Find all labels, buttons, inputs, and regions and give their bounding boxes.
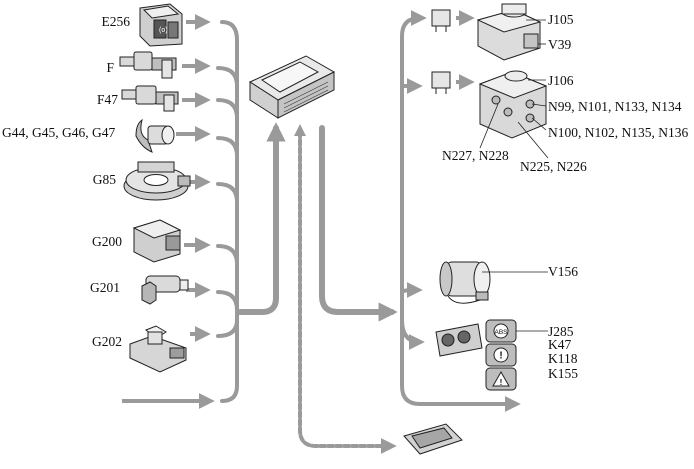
hazard-warning-lamp: ! <box>485 367 517 391</box>
f47-pedal-switch <box>121 85 179 112</box>
label-e256: E256 <box>101 14 131 29</box>
brake-warning-lamp: ! <box>485 343 517 367</box>
diagnostic-connector <box>403 423 463 455</box>
label-g85: G85 <box>92 172 116 187</box>
relay-arrows <box>456 10 475 90</box>
svg-text:(o): (o) <box>159 27 168 34</box>
label-j285: J285 <box>548 324 574 339</box>
label-k118: K118 <box>548 351 578 366</box>
relay-j106 <box>431 71 451 94</box>
abs-warning-lamp: ABS <box>485 319 517 343</box>
bus-to-control-unit <box>237 122 286 315</box>
abs-control-unit <box>248 55 336 119</box>
relay-j105 <box>431 9 451 32</box>
input-signal-lines <box>216 20 239 403</box>
input-short-arrows <box>122 14 215 409</box>
label-k155: K155 <box>548 366 578 381</box>
label-j105: J105 <box>548 12 574 27</box>
output-signal-lines <box>319 125 398 322</box>
diagnostic-link <box>298 130 397 454</box>
label-n99-group: N99, N101, N133, N134 <box>548 99 682 114</box>
label-n225-group: N225, N226 <box>520 159 587 174</box>
e256-switch: (o) <box>139 3 183 47</box>
g201-pressure-sensor <box>141 275 189 305</box>
label-g201: G201 <box>90 280 120 295</box>
label-f47: F47 <box>96 92 118 107</box>
label-v156: V156 <box>548 264 578 279</box>
g200-lateral-sensor <box>132 219 182 263</box>
hazard-lamp-symbol: ! <box>500 378 503 387</box>
diagnostic-up-arrowhead <box>294 124 306 136</box>
wheel-speed-sensors <box>135 118 175 153</box>
label-k47: K47 <box>548 337 572 352</box>
label-n227-group: N227, N228 <box>442 148 509 163</box>
label-f: F <box>106 60 114 75</box>
instrument-cluster <box>435 323 483 357</box>
label-g200: G200 <box>92 234 122 249</box>
g202-yaw-sensor <box>129 325 187 373</box>
label-g202: G202 <box>92 334 122 349</box>
f-brake-switch <box>119 51 177 79</box>
v156-pump-motor <box>439 261 491 304</box>
hydraulic-unit-upper <box>476 3 542 61</box>
leader-lines <box>479 19 549 332</box>
output-bus <box>400 16 521 412</box>
label-j106: J106 <box>548 73 574 88</box>
g85-steering-angle-sensor <box>123 161 191 201</box>
brake-lamp-symbol: ! <box>499 351 502 362</box>
label-v39: V39 <box>548 37 572 52</box>
label-n100-group: N100, N102, N135, N136 <box>548 125 689 140</box>
hydraulic-unit-lower <box>478 70 548 139</box>
label-g44-g47: G44, G45, G46, G47 <box>2 125 116 140</box>
abs-lamp-text: ABS <box>494 329 508 336</box>
